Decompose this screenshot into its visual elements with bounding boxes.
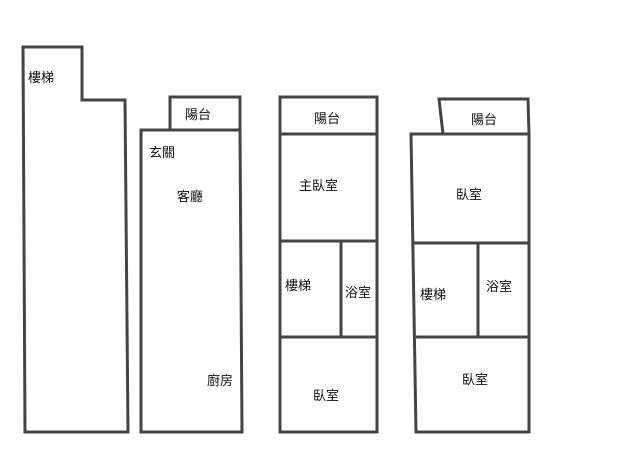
floor-3-balcony-label: 陽台 — [314, 112, 340, 127]
floor-3-outline — [278, 95, 379, 434]
floor-2-balcony-label: 陽台 — [185, 108, 211, 123]
floor-1-stairs-label: 樓梯 — [28, 71, 54, 86]
floor-4-balcony-label: 陽台 — [471, 113, 497, 128]
floor-3-bathroom-label: 浴室 — [345, 285, 371, 301]
floor-2-living-room-label: 客廳 — [177, 189, 203, 205]
floor-2-plan: 陽台 玄關 客廳 廚房 — [139, 95, 244, 434]
floor-2-kitchen-label: 廚房 — [207, 373, 233, 389]
floor-3-master-bedroom-label: 主臥室 — [299, 178, 338, 194]
floor-2-outline — [139, 128, 244, 434]
floor-1-outline — [21, 45, 130, 434]
floor-4-plan: 陽台 臥室 樓梯 浴室 臥室 — [409, 97, 531, 434]
floor-4-bathroom-label: 浴室 — [486, 279, 512, 295]
floor-3-bedroom-label: 臥室 — [313, 388, 339, 404]
floor-2-balcony-wall — [168, 95, 242, 130]
floor-1-plan: 樓梯 — [21, 45, 130, 434]
floor-4-bedroom-back-label: 臥室 — [462, 372, 488, 388]
floor-2-entrance-label: 玄關 — [149, 146, 175, 161]
floor-4-outline — [409, 97, 531, 434]
floor-3-plan: 陽台 主臥室 樓梯 浴室 臥室 — [278, 95, 379, 434]
floor-4-interior-walls — [411, 132, 529, 339]
floor-3-interior-walls — [280, 132, 377, 339]
floor-3-stairs-label: 樓梯 — [285, 279, 311, 294]
floor-4-bedroom-front-label: 臥室 — [456, 187, 482, 203]
floor-4-stairs-label: 樓梯 — [420, 288, 446, 303]
